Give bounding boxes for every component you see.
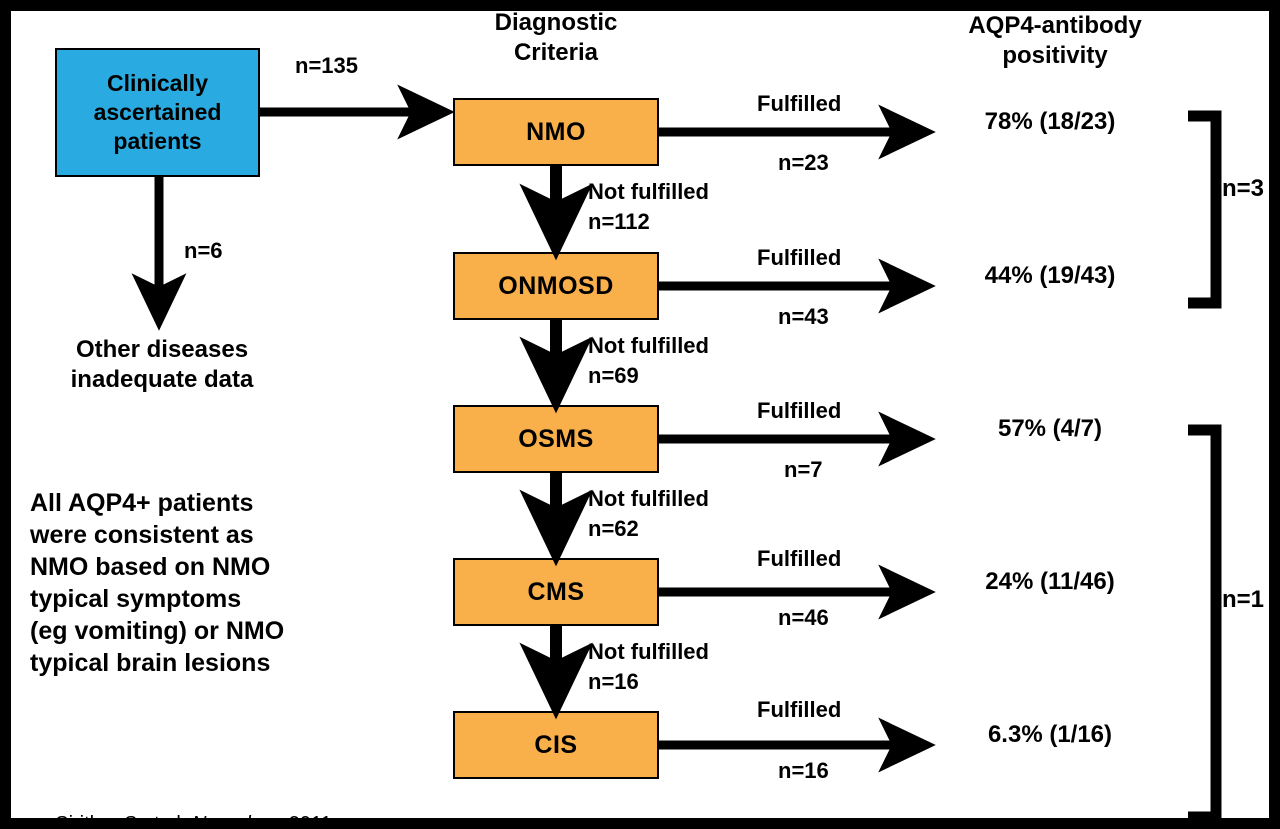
result-osms-positivity: 57% (4/7) [997, 415, 1103, 442]
edge-label-nmo-fulfilled: Fulfilled [757, 91, 842, 116]
figure-border-right [1269, 0, 1280, 829]
edge-label-cms-not-fulfilled: Not fulfilled [588, 639, 709, 664]
brace-lower [1188, 424, 1222, 823]
result-cms-positivity: 24% (11/46) [985, 568, 1115, 595]
edge-label-osms-not-fulfilled: Not fulfilled [588, 486, 709, 511]
citation-journal: Neurology [191, 813, 284, 829]
figure-border-bottom [0, 818, 1280, 829]
edge-label-cms-not-fulfilled-count: n=16 [588, 669, 639, 694]
figure-border-top [0, 0, 1280, 11]
edge-label-onmosd-not-fulfilled-count: n=69 [588, 363, 639, 388]
column-header-aqp4-positivity: AQP4-antibody positivity [968, 12, 1142, 69]
node-osms[interactable]: OSMS [453, 405, 659, 473]
node-other-diseases: Other diseases inadequate data [70, 336, 254, 393]
node-cms[interactable]: CMS [453, 558, 659, 626]
result-nmo-positivity: 78% (18/23) [984, 108, 1116, 135]
edge-label-onmosd-not-fulfilled: Not fulfilled [588, 333, 709, 358]
edge-label-nmo-not-fulfilled: Not fulfilled [588, 179, 709, 204]
edge-label-nmo-not-fulfilled-count: n=112 [588, 209, 650, 234]
result-onmosd-positivity: 44% (19/43) [984, 262, 1116, 289]
edge-label-onmosd-fulfilled-count: n=43 [778, 304, 829, 329]
explanatory-note: All AQP4+ patients were consistent as NM… [30, 489, 285, 677]
result-cis-positivity: 6.3% (1/16) [987, 721, 1113, 748]
edge-label-cms-fulfilled: Fulfilled [757, 546, 842, 571]
node-onmosd[interactable]: ONMOSD [453, 252, 659, 320]
edge-label-excluded-count: n=6 [184, 238, 223, 263]
citation-authors: Sirithro S et al. [55, 813, 192, 829]
edge-label-osms-not-fulfilled-count: n=62 [588, 516, 639, 541]
edge-label-osms-fulfilled: Fulfilled [757, 398, 842, 423]
column-header-diagnostic-criteria: Diagnostic Criteria [494, 9, 618, 66]
node-cis[interactable]: CIS [453, 711, 659, 779]
citation: Sirithro S et al. Neurology 2011. [33, 790, 337, 829]
edge-label-cms-fulfilled-count: n=46 [778, 605, 829, 630]
brace-label-lower-count: n=1 [1222, 586, 1265, 613]
citation-year: 2011. [283, 813, 338, 829]
figure-border-left [0, 0, 11, 829]
node-clinically-ascertained-patients[interactable]: Clinically ascertained patients [55, 48, 260, 177]
edge-label-entry-count: n=135 [295, 53, 358, 78]
brace-label-upper-count: n=3 [1222, 175, 1265, 202]
edge-label-osms-fulfilled-count: n=7 [784, 457, 823, 482]
edge-label-nmo-fulfilled-count: n=23 [778, 150, 829, 175]
edge-label-cis-fulfilled-count: n=16 [778, 758, 829, 783]
brace-upper [1188, 110, 1222, 309]
edge-label-cis-fulfilled: Fulfilled [757, 697, 842, 722]
edge-label-onmosd-fulfilled: Fulfilled [757, 245, 842, 270]
node-nmo[interactable]: NMO [453, 98, 659, 166]
